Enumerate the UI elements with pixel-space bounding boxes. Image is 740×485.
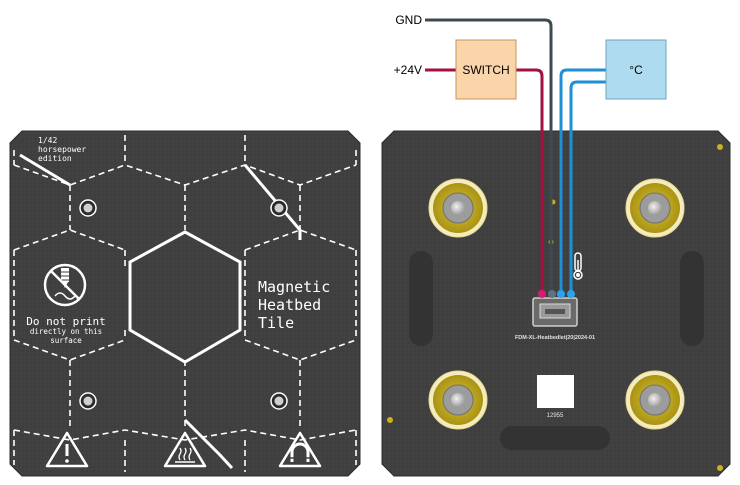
- screw-top-right: [625, 178, 685, 238]
- warning-icon: [45, 431, 89, 468]
- terminal-ground: [548, 290, 556, 298]
- left-tile: 1/42 horsepower edition Do not print dir…: [9, 130, 361, 477]
- print-prohibited-icon: [43, 263, 87, 307]
- usb-connector-icon: [532, 297, 578, 327]
- gnd-wire: [425, 18, 553, 292]
- tile-heading-line-2: Heatbed: [258, 296, 321, 314]
- right-tile: FDM-XL-Heatbedlet|20|2024-01 12955: [381, 130, 731, 477]
- tile-heading-line-1: Magnetic: [258, 278, 330, 296]
- warning-sub-text-2: surface: [50, 336, 82, 345]
- tile-heading-line-3: Tile: [258, 314, 294, 332]
- hot-surface-icon: [163, 431, 207, 468]
- edition-line-3: edition: [38, 154, 72, 163]
- id-label: 12955: [547, 413, 564, 419]
- mount-hole-bottom-left: [79, 392, 97, 410]
- mount-hole-top-left: [79, 199, 97, 217]
- thermometer-icon: [573, 252, 583, 280]
- mount-hole-bottom-right: [270, 392, 288, 410]
- corner-hole-top-right: [717, 144, 723, 150]
- terminal-sensor-1: [557, 290, 565, 298]
- magnet-pads: [409, 251, 704, 450]
- left-tile-body: [9, 130, 361, 477]
- temperature-sensor-box: °C: [605, 39, 667, 100]
- switch-label: SWITCH: [462, 63, 509, 77]
- wire-terminals: [538, 290, 575, 298]
- screw-bottom-right: [625, 370, 685, 430]
- warning-sub-text-1: directly on this: [30, 327, 102, 336]
- corner-hole-bottom-left: [387, 417, 393, 423]
- sensor-wire-2: [569, 80, 606, 292]
- left-tile-holes: [79, 199, 288, 410]
- temperature-label: °C: [629, 63, 643, 77]
- terminal-power: [538, 290, 546, 298]
- gnd-label: GND: [395, 13, 422, 27]
- edition-line-1: 1/42: [38, 136, 57, 145]
- id-tag: [537, 375, 574, 408]
- switch-box: SWITCH: [455, 39, 517, 100]
- edition-line-2: horsepower: [38, 145, 86, 154]
- wiring: [425, 18, 606, 292]
- board-label: FDM-XL-Heatbedlet|20|2024-01: [515, 335, 595, 341]
- mount-hole-top-right: [270, 199, 288, 217]
- magnet-icon: [278, 431, 322, 468]
- hex-solid-outline: [19, 153, 302, 470]
- hex-dashed-grid: [13, 135, 357, 472]
- sensor-wire-1: [559, 68, 606, 292]
- screw-bottom-left: [428, 370, 488, 430]
- warning-main-text: Do not print: [26, 315, 105, 328]
- terminal-sensor-2: [567, 290, 575, 298]
- v24-label: +24V: [394, 63, 422, 77]
- v24-wire-out: [516, 68, 544, 292]
- screw-top-left: [428, 178, 488, 238]
- corner-hole-bottom-right: [717, 465, 723, 471]
